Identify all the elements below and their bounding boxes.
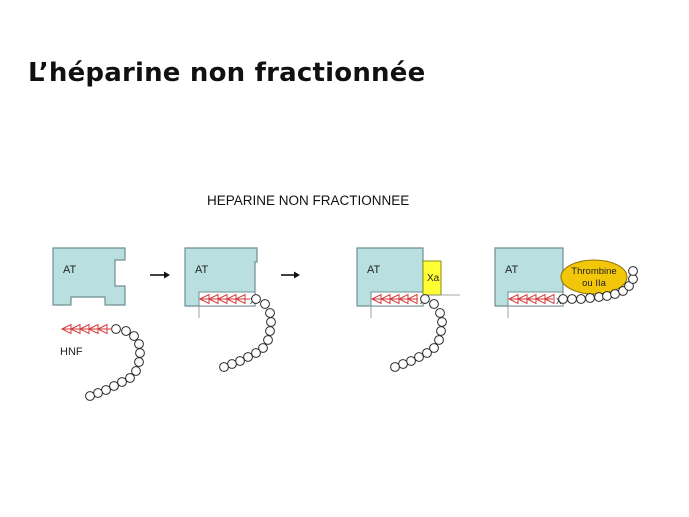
saccharide-unit	[594, 292, 604, 302]
thrombine-label: Thrombine	[571, 266, 616, 277]
saccharide-unit	[602, 291, 612, 301]
arrow-icon	[281, 271, 300, 279]
saccharide-unit	[258, 343, 268, 353]
saccharide-unit	[435, 308, 445, 318]
pentasaccharide-triangle	[234, 293, 246, 305]
saccharide-unit	[251, 294, 261, 304]
saccharide-unit	[576, 294, 586, 304]
saccharide-unit	[628, 274, 638, 284]
at-label: AT	[505, 264, 519, 276]
thrombine-ellipse	[560, 259, 628, 295]
saccharide-unit	[422, 348, 432, 358]
saccharide-unit	[251, 348, 261, 358]
slide-title: L’héparine non fractionnée	[28, 58, 426, 88]
saccharide-unit	[85, 391, 95, 401]
saccharide-unit	[219, 362, 229, 372]
saccharide-unit	[134, 357, 144, 367]
pentasaccharide-sequence	[507, 293, 555, 305]
saccharide-unit	[558, 294, 568, 304]
saccharide-unit	[406, 356, 416, 366]
pentasaccharide-sequence	[370, 293, 418, 305]
saccharide-unit	[117, 377, 127, 387]
saccharide-unit	[266, 317, 276, 327]
saccharide-unit	[398, 359, 408, 369]
saccharide-unit	[109, 381, 119, 391]
heparin-chain	[390, 294, 447, 372]
saccharide-unit	[134, 339, 144, 349]
saccharide-unit	[260, 299, 270, 309]
step-1-free: AT HNF	[52, 247, 145, 401]
heparin-chain	[85, 324, 145, 401]
at-label: AT	[63, 264, 77, 276]
step-2-bound: AT X	[184, 247, 276, 372]
saccharide-unit	[585, 293, 595, 303]
xa-label: Xa	[427, 273, 440, 284]
saccharide-unit	[125, 373, 135, 383]
saccharide-unit	[436, 326, 446, 336]
hnf-label: HNF	[60, 346, 83, 358]
antithrombin-block	[52, 247, 126, 306]
heparin-chain	[219, 294, 276, 372]
diagram-title: HEPARINE NON FRACTIONNEE	[207, 193, 410, 208]
pentasaccharide-triangle	[543, 293, 555, 305]
pentasaccharide-sequence	[60, 323, 112, 335]
saccharide-unit	[265, 308, 275, 318]
pentasaccharide-triangle	[96, 323, 108, 335]
saccharide-unit	[390, 362, 400, 372]
saccharide-unit	[121, 326, 131, 336]
saccharide-unit	[243, 352, 253, 362]
saccharide-unit	[414, 352, 424, 362]
saccharide-unit	[131, 366, 141, 376]
saccharide-unit	[567, 294, 577, 304]
step-4-thrombine: Thrombine ou IIa AT X	[494, 247, 638, 318]
step-3-xa: Xa AT X	[356, 247, 460, 372]
saccharide-unit	[111, 324, 121, 334]
saccharide-unit	[235, 356, 245, 366]
saccharide-unit	[265, 326, 275, 336]
thrombine-label-2: ou IIa	[582, 278, 606, 289]
saccharide-unit	[129, 331, 139, 341]
heparin-chain	[558, 266, 638, 304]
saccharide-unit	[420, 294, 430, 304]
saccharide-unit	[434, 335, 444, 345]
at-label: AT	[195, 264, 209, 276]
saccharide-unit	[227, 359, 237, 369]
saccharide-unit	[135, 348, 145, 358]
saccharide-unit	[628, 266, 638, 276]
saccharide-unit	[437, 317, 447, 327]
saccharide-unit	[263, 335, 273, 345]
saccharide-unit	[93, 388, 103, 398]
saccharide-unit	[429, 343, 439, 353]
arrow-icon	[150, 271, 170, 279]
saccharide-unit	[101, 385, 111, 395]
saccharide-unit	[429, 299, 439, 309]
at-label: AT	[367, 264, 381, 276]
pentasaccharide-triangle	[406, 293, 418, 305]
saccharide-unit	[610, 289, 620, 299]
pentasaccharide-sequence	[198, 293, 250, 305]
